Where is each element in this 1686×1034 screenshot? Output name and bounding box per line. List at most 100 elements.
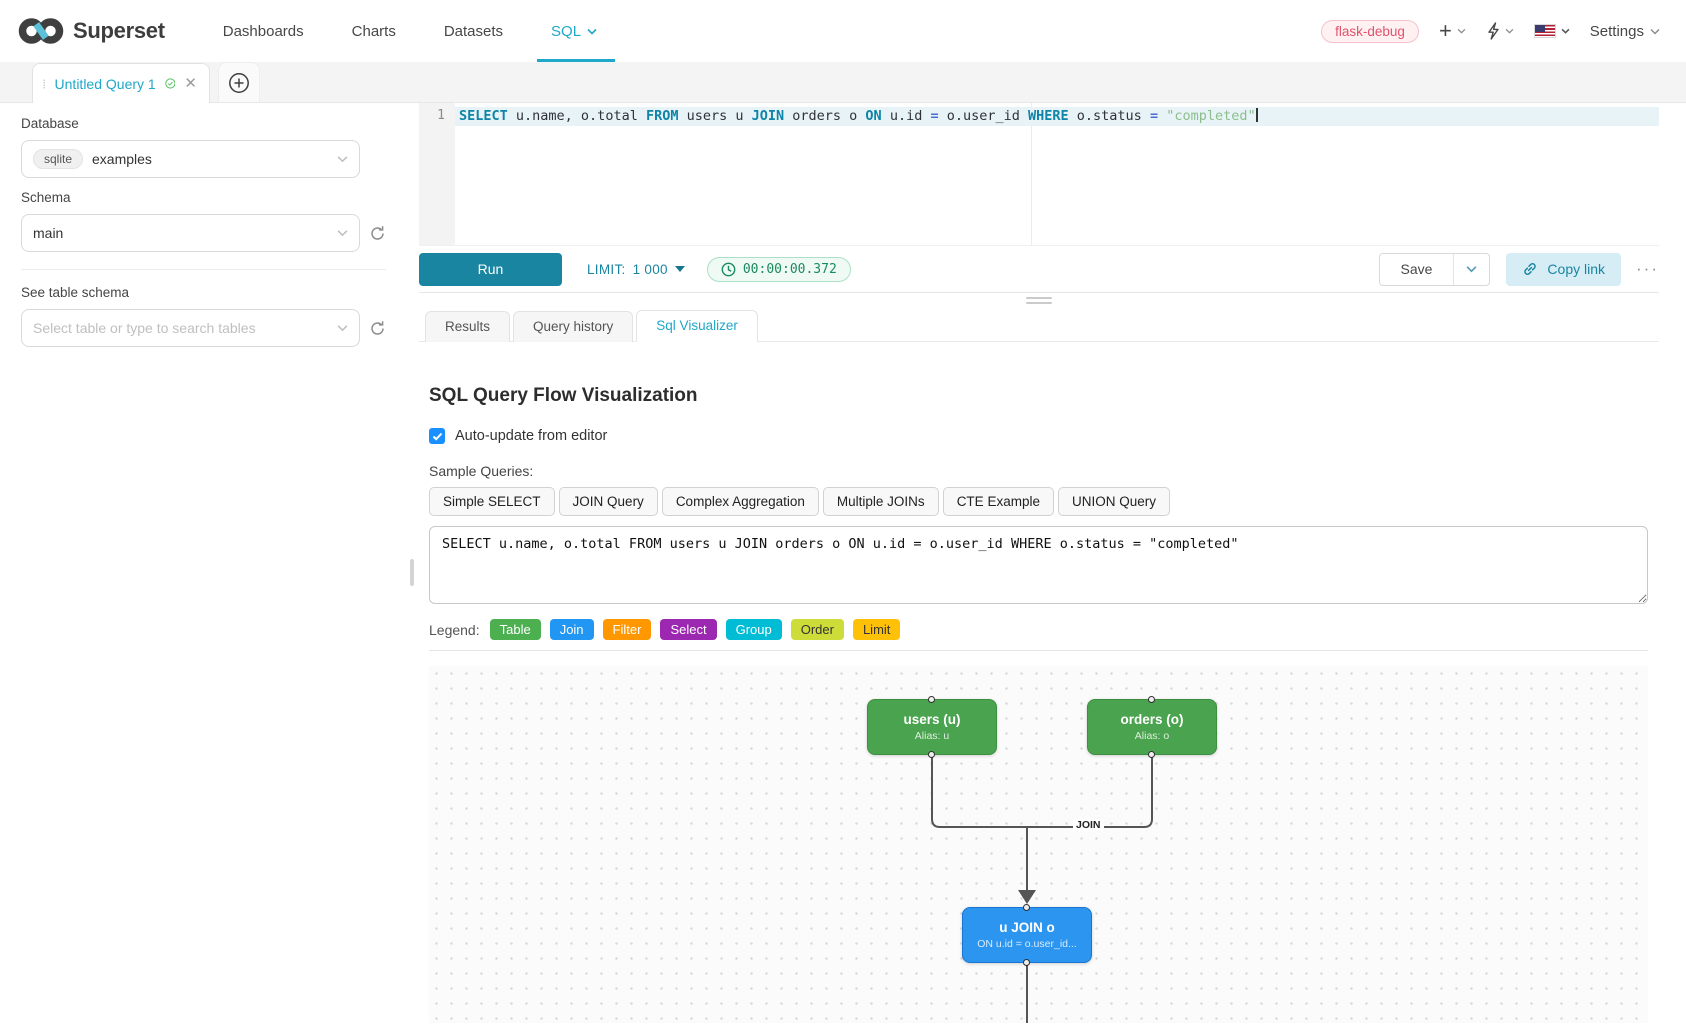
chevron-down-icon [1650,28,1660,35]
nav-item-sql[interactable]: SQL [527,0,621,62]
sql-input-textarea[interactable]: SELECT u.name, o.total FROM users u JOIN… [429,526,1648,604]
tab-sql-visualizer[interactable]: Sql Visualizer [636,310,758,342]
sidebar-resize-handle[interactable] [410,559,414,586]
chevron-down-icon [587,28,597,35]
navbar-right: flask-debug + Settings [1321,19,1660,43]
sql-token: SELECT [459,108,508,124]
tab-query-history[interactable]: Query history [513,311,634,342]
sql-editor-line: SELECT u.name, o.total FROM users u JOIN… [455,107,1659,126]
more-actions-button[interactable]: ··· [1636,259,1659,278]
caret-down-icon [674,266,685,272]
node-handle-bottom [1148,751,1155,758]
nav-item-dashboards[interactable]: Dashboards [222,22,304,40]
editor-gutter: 1 [419,103,455,245]
query-search-menu[interactable] [1486,22,1514,40]
flow-node-subtitle: ON u.id = o.user_id... [977,938,1077,950]
sqllab-sidebar: Database sqlite examples Schema main [0,103,406,1034]
flow-node-title: users (u) [903,712,961,727]
node-handle-top [1148,696,1155,703]
sample-query-button-simple-select[interactable]: Simple SELECT [429,487,555,516]
main-nav: Dashboards Charts Datasets SQL [199,0,621,62]
sql-token: u.id [881,108,931,124]
save-split-button: Save [1378,252,1491,286]
node-handle-bottom [1023,959,1030,966]
sidebar-splitter [406,103,419,1034]
brand-name: Superset [73,18,165,43]
nav-item-datasets[interactable]: Datasets [443,22,504,40]
superset-infinity-icon [18,18,64,44]
table-select[interactable]: Select table or type to search tables [21,309,360,347]
legend-badge-table: Table [489,619,541,640]
join-edge-label: JOIN [1073,819,1104,831]
sql-editor[interactable]: 1 SELECT u.name, o.total FROM users u JO… [419,103,1659,245]
clock-icon [721,262,736,276]
us-flag-icon [1533,24,1556,38]
save-options-button[interactable] [1453,253,1489,285]
timer-value: 00:00:00.372 [742,261,837,277]
auto-update-row: Auto-update from editor [429,428,1659,444]
save-button[interactable]: Save [1400,261,1433,277]
run-button[interactable]: Run [419,252,562,286]
lightning-icon [1488,22,1499,40]
tab-results[interactable]: Results [425,311,511,342]
nav-item-charts[interactable]: Charts [351,22,396,40]
settings-menu[interactable]: Settings [1590,23,1660,40]
visualizer-title: SQL Query Flow Visualization [429,385,698,406]
schema-label: Schema [21,190,71,205]
sql-workarea: 1 SELECT u.name, o.total FROM users u JO… [419,103,1686,1034]
sql-token: o.user_id [938,108,1029,124]
sql-token: = [930,108,939,124]
panel-resize-handle[interactable] [1026,297,1052,307]
close-tab-icon[interactable]: ✕ [184,75,197,92]
new-query-tab-button[interactable] [218,62,260,102]
database-select[interactable]: sqlite examples [21,140,360,178]
auto-update-label: Auto-update from editor [455,428,608,444]
query-tab-strip: Untitled Query 1 ✕ [0,62,1686,103]
legend-badge-order: Order [790,619,844,640]
new-item-menu[interactable]: + [1439,20,1466,42]
schema-select[interactable]: main [21,214,360,252]
sql-token: ON [865,108,882,124]
sidebar-divider [21,269,386,270]
chevron-down-icon [337,325,348,332]
query-timer: 00:00:00.372 [706,256,851,282]
sample-query-button-join-query[interactable]: JOIN Query [558,487,658,516]
sql-token [1158,108,1166,124]
sample-query-button-multiple-joins[interactable]: Multiple JOINs [822,487,939,516]
top-navbar: Superset Dashboards Charts Datasets SQL … [0,0,1686,62]
sample-query-button-union-query[interactable]: UNION Query [1057,487,1170,516]
editor-code-area[interactable]: SELECT u.name, o.total FROM users u JOIN… [455,103,1659,245]
chevron-down-icon [337,156,348,163]
language-menu[interactable] [1533,24,1570,38]
refresh-tables-button[interactable] [360,320,386,337]
sql-token: orders o [784,108,866,124]
run-toolbar: Run LIMIT: 1 000 00:00:00.372 Save [419,245,1659,293]
flow-node-users[interactable]: users (u) Alias: u [867,696,997,758]
visualizer-panel: SQL Query Flow Visualization Auto-update… [419,342,1659,1023]
sample-query-button-complex-aggregation[interactable]: Complex Aggregation [661,487,819,516]
plus-circle-icon [229,72,249,93]
copy-link-button[interactable]: Copy link [1506,252,1622,286]
superset-logo[interactable]: Superset [18,16,165,46]
database-value: examples [92,151,152,167]
flow-canvas[interactable]: JOIN users (u) Alias: u orders (o)Alias: o… [429,666,1648,1023]
limit-dropdown[interactable]: LIMIT: 1 000 [587,262,685,277]
sample-query-button-cte-example[interactable]: CTE Example [942,487,1054,516]
node-handle-top [1023,904,1030,911]
legend-badge-join: Join [549,619,594,640]
environment-badge: flask-debug [1321,19,1419,43]
flow-node-orders[interactable]: orders (o)Alias: o [1087,696,1217,758]
legend-badge-group: Group [725,619,782,640]
legend-badge-select: Select [660,619,717,640]
legend-label: Legend: [429,621,480,638]
refresh-schemas-button[interactable] [360,225,386,242]
flow-node-subtitle: Alias: u [914,730,950,742]
query-tab[interactable]: Untitled Query 1 ✕ [32,63,210,103]
auto-update-checkbox[interactable] [429,428,445,444]
flow-edges [931,755,1153,1023]
sql-token: u.name, o.total [507,108,646,124]
